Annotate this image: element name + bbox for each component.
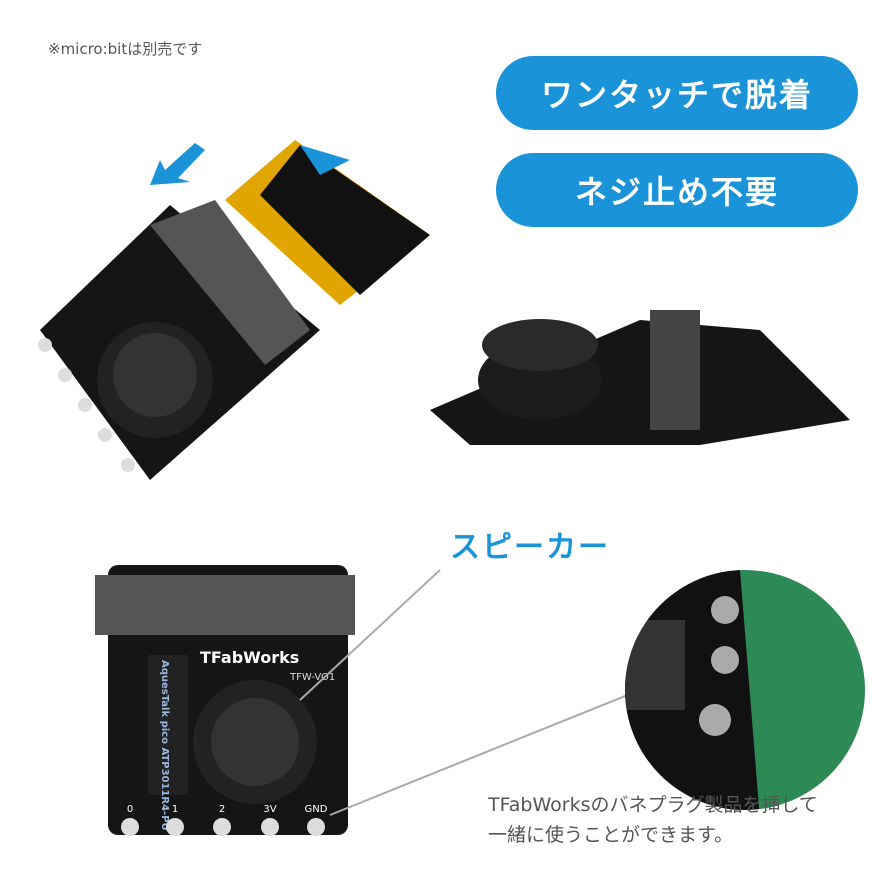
chip-label: AquesTalk pico ATP3011R4-PU — [159, 660, 170, 831]
assembled-side-view — [430, 310, 850, 445]
pin-label-1: 1 — [172, 804, 178, 815]
micro-bit-sold-separately-note: ※micro:bitは別売です — [48, 40, 203, 58]
pin-label-2: 2 — [219, 804, 225, 815]
pin-label-3v: 3V — [263, 804, 276, 815]
feature-badge-one-touch: ワンタッチで脱着 — [496, 56, 858, 130]
caption-line-2: 一緒に使うことができます。 — [488, 824, 734, 846]
board-brand-logo: TFabWorks — [200, 648, 299, 667]
speaker-pointer-line — [299, 569, 441, 701]
spring-plug-closeup — [625, 570, 865, 810]
plug-pointer-line — [329, 689, 641, 816]
speaker-label: スピーカー — [450, 530, 610, 565]
caption-line-1: TFabWorksのバネプラグ製品を挿して — [488, 794, 818, 816]
pin-label-0: 0 — [127, 804, 133, 815]
speaker-board-angled — [38, 200, 320, 480]
micro-bit-board — [225, 140, 430, 305]
spring-plug-caption: TFabWorksのバネプラグ製品を挿して 一緒に使うことができます。 — [488, 790, 818, 850]
insert-arrow-icon — [150, 143, 205, 185]
board-model-label: TFW-VO1 — [289, 672, 335, 683]
feature-badge-no-screws: ネジ止め不要 — [496, 153, 858, 227]
pin-label-gnd: GND — [305, 804, 328, 815]
speaker-board-top-view: AquesTalk pico ATP3011R4-PU 0 1 2 3V GND… — [95, 565, 355, 836]
